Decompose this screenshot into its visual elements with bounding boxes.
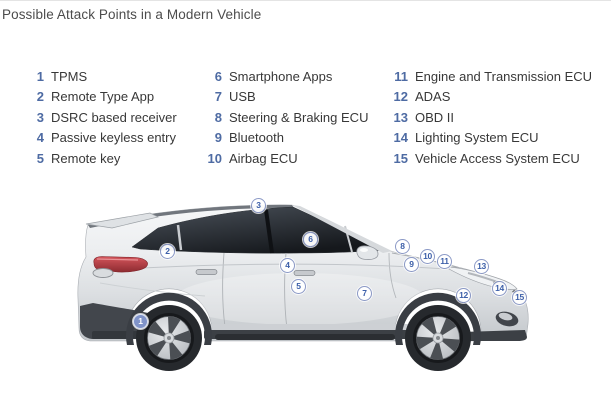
legend-item-3: 3 DSRC based receiver — [24, 108, 177, 128]
legend-item-number: 6 — [214, 69, 222, 84]
legend-item-label: TPMS — [51, 69, 88, 84]
front-wheel-arch — [395, 292, 481, 345]
legend-item-4: 4 Passive keyless entry — [24, 128, 177, 148]
legend-item-number: 1 — [36, 69, 44, 84]
door-seam-rear — [222, 252, 226, 328]
taillight-highlight — [96, 258, 139, 261]
callout-marker-10: 10 — [420, 249, 435, 264]
legend-item-label: ADAS — [415, 89, 451, 105]
legend-item-label: USB — [229, 89, 256, 105]
legend-item-label: Lighting System ECU — [415, 130, 539, 146]
callout-marker-13: 13 — [474, 259, 489, 274]
callout-marker-12: 12 — [456, 288, 471, 303]
legend-item-number: 10 — [207, 150, 222, 166]
legend-column-3: 11 Engine and Transmission ECU 12 ADAS 13 OBD… — [388, 67, 593, 169]
front-bumper-lower — [462, 330, 527, 341]
callout-marker-11: 11 — [437, 254, 452, 269]
legend-item-15: 15 Vehicle Access System ECU — [388, 149, 592, 169]
legend-item-number: 9 — [214, 130, 222, 146]
legend-column-1: 1 TPMS 2 Remote Type App 3 DSRC based receive… — [24, 67, 177, 169]
mirror-highlight — [360, 248, 368, 252]
legend-item-number: 8 — [214, 109, 222, 125]
callout-marker-14: 14 — [492, 281, 507, 296]
car-windows — [131, 206, 387, 254]
rear-wheel — [136, 305, 202, 371]
front-wheel — [405, 305, 471, 371]
callout-marker-3: 3 — [251, 198, 266, 213]
a-pillar — [292, 205, 392, 253]
callout-marker-6: 6 — [303, 232, 318, 247]
legend-item-number: 5 — [36, 150, 44, 166]
rear-wheel-arch — [126, 292, 212, 345]
fog-light — [495, 311, 519, 327]
legend-item-label: Vehicle Access System ECU — [415, 150, 580, 166]
legend-item-number: 12 — [393, 89, 408, 105]
legend-item-number: 15 — [393, 150, 408, 166]
rear-crease — [99, 282, 206, 297]
legend-item-5: 5 Remote key — [24, 149, 177, 169]
legend-item-label: Smartphone Apps — [229, 69, 333, 84]
callout-marker-15: 15 — [512, 290, 527, 305]
callout-marker-1: 1 — [133, 314, 148, 329]
legend-item-1: 1 TPMS — [24, 67, 177, 87]
rear-bumper-lower — [92, 331, 150, 339]
rear-reflector — [92, 268, 114, 278]
legend-item-label: Remote key — [51, 150, 121, 166]
legend-item-label: DSRC based receiver — [51, 109, 177, 125]
rear-spoiler — [85, 212, 160, 229]
legend-item-10: 10 Airbag ECU — [202, 149, 368, 169]
legend-item-label: Remote Type App — [51, 89, 155, 105]
legend-item-number: 7 — [214, 89, 222, 105]
legend-item-label: Engine and Transmission ECU — [415, 69, 593, 84]
legend-item-label: Airbag ECU — [229, 150, 298, 166]
legend-item-11: 11 Engine and Transmission ECU — [388, 67, 592, 87]
callout-marker-9: 9 — [404, 257, 419, 272]
legend-item-label: OBD II — [415, 109, 455, 125]
legend-item-9: 9 Bluetooth — [202, 128, 368, 148]
legend-item-number: 3 — [36, 109, 44, 125]
rocker-sill — [204, 324, 408, 331]
legend-item-number: 14 — [393, 130, 408, 146]
legend-item-8: 8 Steering & Braking ECU — [202, 108, 369, 128]
legend-item-number: 4 — [36, 130, 44, 146]
legend-column-2: 6 Smartphone Apps 7 USB 8 Steering & Braking … — [202, 67, 369, 169]
callout-marker-4: 4 — [280, 258, 295, 273]
page-title: Possible Attack Points in a Modern Vehic… — [2, 7, 262, 22]
legend-item-number: 13 — [393, 109, 408, 125]
roof-rail — [88, 204, 294, 228]
legend-item-14: 14 Lighting System ECU — [388, 128, 592, 148]
legend-item-number: 11 — [394, 69, 408, 84]
front-door-handle — [293, 270, 316, 276]
side-step-bar — [215, 334, 395, 340]
legend-item-label: Bluetooth — [229, 130, 284, 146]
callout-marker-5: 5 — [291, 279, 306, 294]
legend-item-6: 6 Smartphone Apps — [202, 67, 368, 87]
legend-item-13: 13 OBD II — [388, 108, 592, 128]
rear-door-handle — [195, 269, 218, 275]
callout-marker-2: 2 — [160, 244, 175, 259]
legend-item-label: Steering & Braking ECU — [229, 109, 369, 125]
callout-marker-8: 8 — [395, 239, 410, 254]
legend-item-2: 2 Remote Type App — [24, 87, 177, 107]
fender-seam — [388, 252, 397, 299]
legend-item-number: 2 — [36, 89, 44, 105]
b-pillar — [264, 209, 274, 254]
legend-item-12: 12 ADAS — [388, 87, 592, 107]
c-pillar-divider — [176, 224, 183, 251]
callout-marker-7: 7 — [357, 286, 372, 301]
legend-item-7: 7 USB — [202, 87, 368, 107]
legend-item-label: Passive keyless entry — [51, 130, 176, 146]
